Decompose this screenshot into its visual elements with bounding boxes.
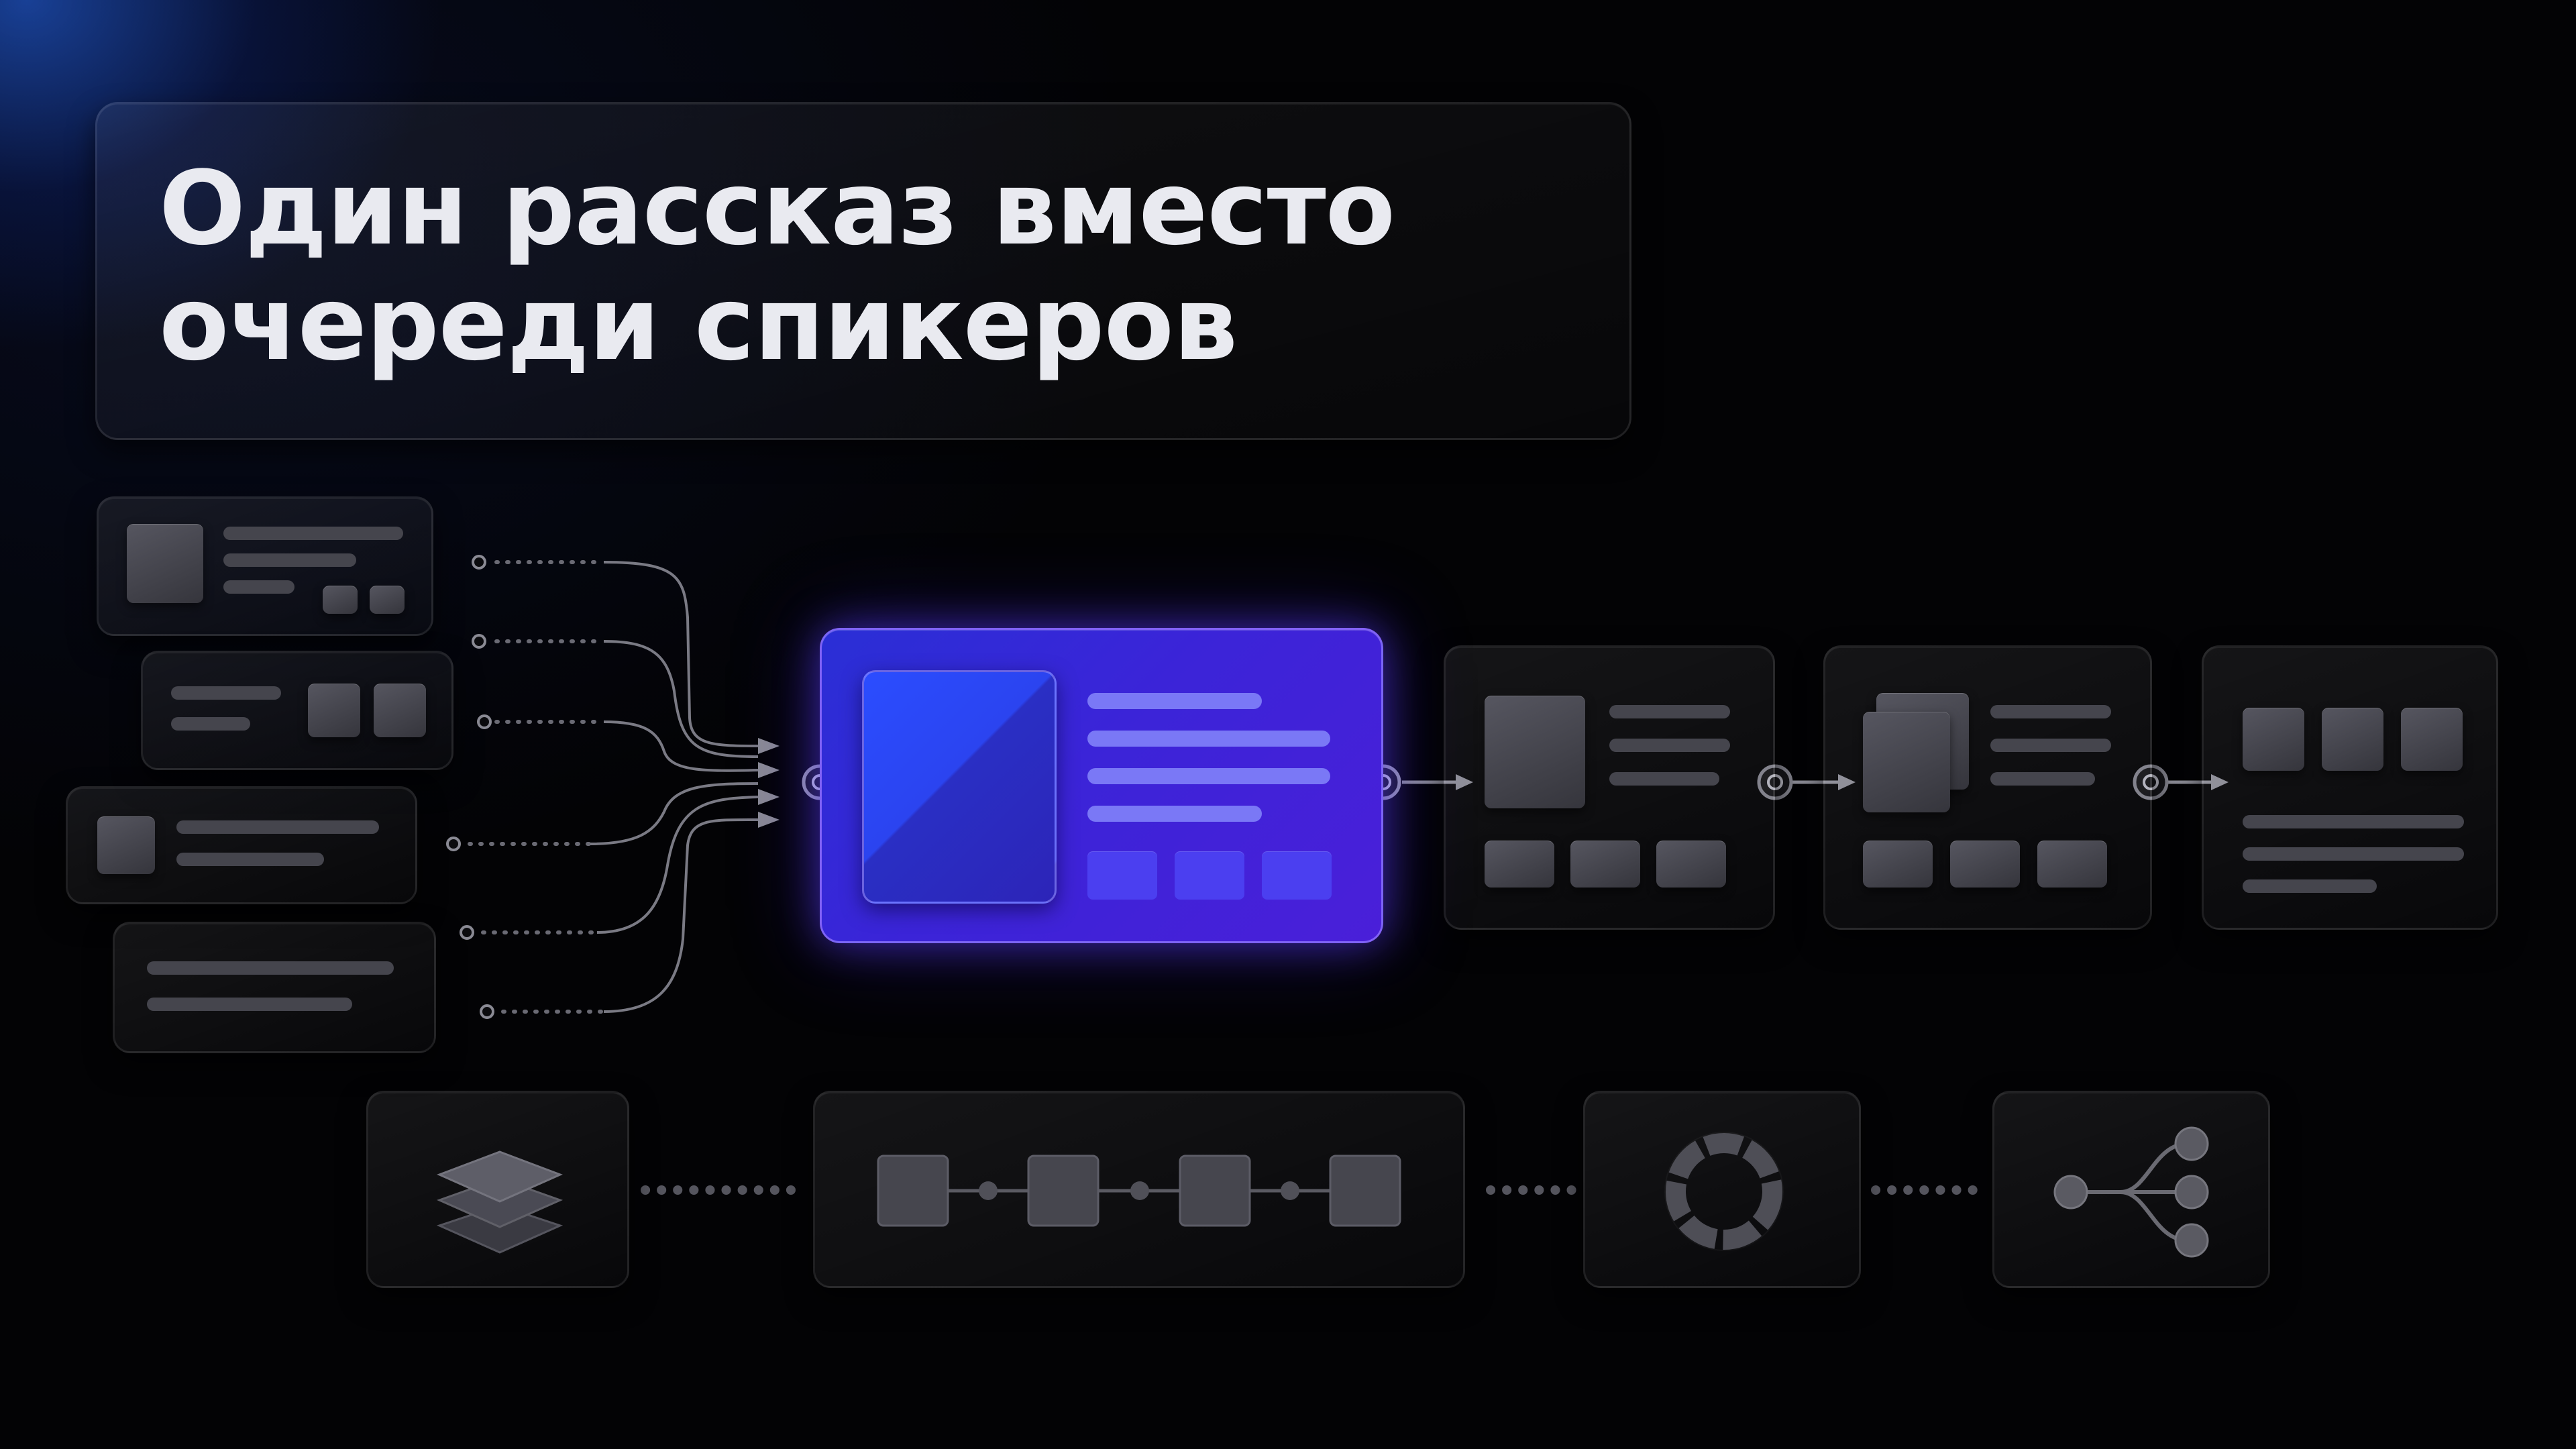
small-block [1863, 841, 1933, 888]
input-card-4 [113, 922, 436, 1053]
input-dotted-leads [468, 560, 606, 1014]
text-line [1609, 739, 1730, 752]
small-block [1485, 841, 1554, 888]
text-line [223, 580, 294, 594]
input-endpoint-dots [446, 555, 494, 1019]
input-card-3 [66, 786, 417, 904]
branch-card [1992, 1091, 2270, 1288]
hub-block [1262, 851, 1332, 900]
text-line [223, 553, 356, 567]
stacked-thumbnail-front [1863, 712, 1950, 812]
text-line [147, 998, 352, 1011]
small-block [370, 586, 405, 614]
text-line [171, 717, 250, 731]
text-line [2243, 847, 2464, 861]
hub-text-line [1087, 768, 1330, 784]
output-card-2 [1823, 645, 2152, 930]
ring-icon [1664, 1132, 1784, 1251]
central-story-card [820, 628, 1383, 943]
hub-block [1087, 851, 1157, 900]
ring-card [1583, 1091, 1861, 1288]
small-block [2037, 841, 2107, 888]
linked-blocks-card [813, 1091, 1465, 1288]
input-card-1 [97, 496, 433, 636]
hub-media-panel [862, 670, 1057, 904]
thumbnail [97, 816, 155, 874]
text-line [223, 527, 403, 540]
small-block [1656, 841, 1726, 888]
hub-text-line [1087, 693, 1262, 709]
page-title: Один рассказ вместо очереди спикеров [159, 149, 1395, 383]
text-line [171, 686, 281, 700]
small-block [1570, 841, 1640, 888]
text-line [176, 820, 379, 834]
small-block [1950, 841, 2020, 888]
text-line [1990, 739, 2111, 752]
thumbnail [1485, 696, 1585, 808]
hub-text-line [1087, 731, 1330, 747]
thumbnail [127, 524, 203, 603]
hub-text-line [1087, 806, 1262, 822]
layers-card [366, 1091, 629, 1288]
text-line [176, 853, 324, 866]
hub-input-arrows [758, 738, 780, 828]
small-block [374, 684, 426, 737]
small-block [2322, 708, 2383, 771]
output-card-1 [1444, 645, 1775, 930]
small-block [2401, 708, 2463, 771]
hub-block [1175, 851, 1244, 900]
text-line [2243, 815, 2464, 828]
text-line [1990, 705, 2111, 718]
text-line [1990, 772, 2095, 786]
layers-icon [436, 1150, 564, 1254]
small-block [308, 684, 360, 737]
linked-blocks-icon [877, 1155, 1401, 1227]
text-line [2243, 879, 2377, 893]
pipeline-arrows [1456, 774, 2229, 790]
small-block [323, 586, 358, 614]
text-line [147, 961, 394, 975]
input-card-2 [141, 651, 453, 770]
text-line [1609, 772, 1719, 786]
text-line [1609, 705, 1730, 718]
branch-icon [2053, 1126, 2209, 1258]
small-block [2243, 708, 2304, 771]
converging-wires [590, 561, 759, 1013]
title-card: Один рассказ вместо очереди спикеров [95, 102, 1631, 440]
output-card-3 [2202, 645, 2498, 930]
